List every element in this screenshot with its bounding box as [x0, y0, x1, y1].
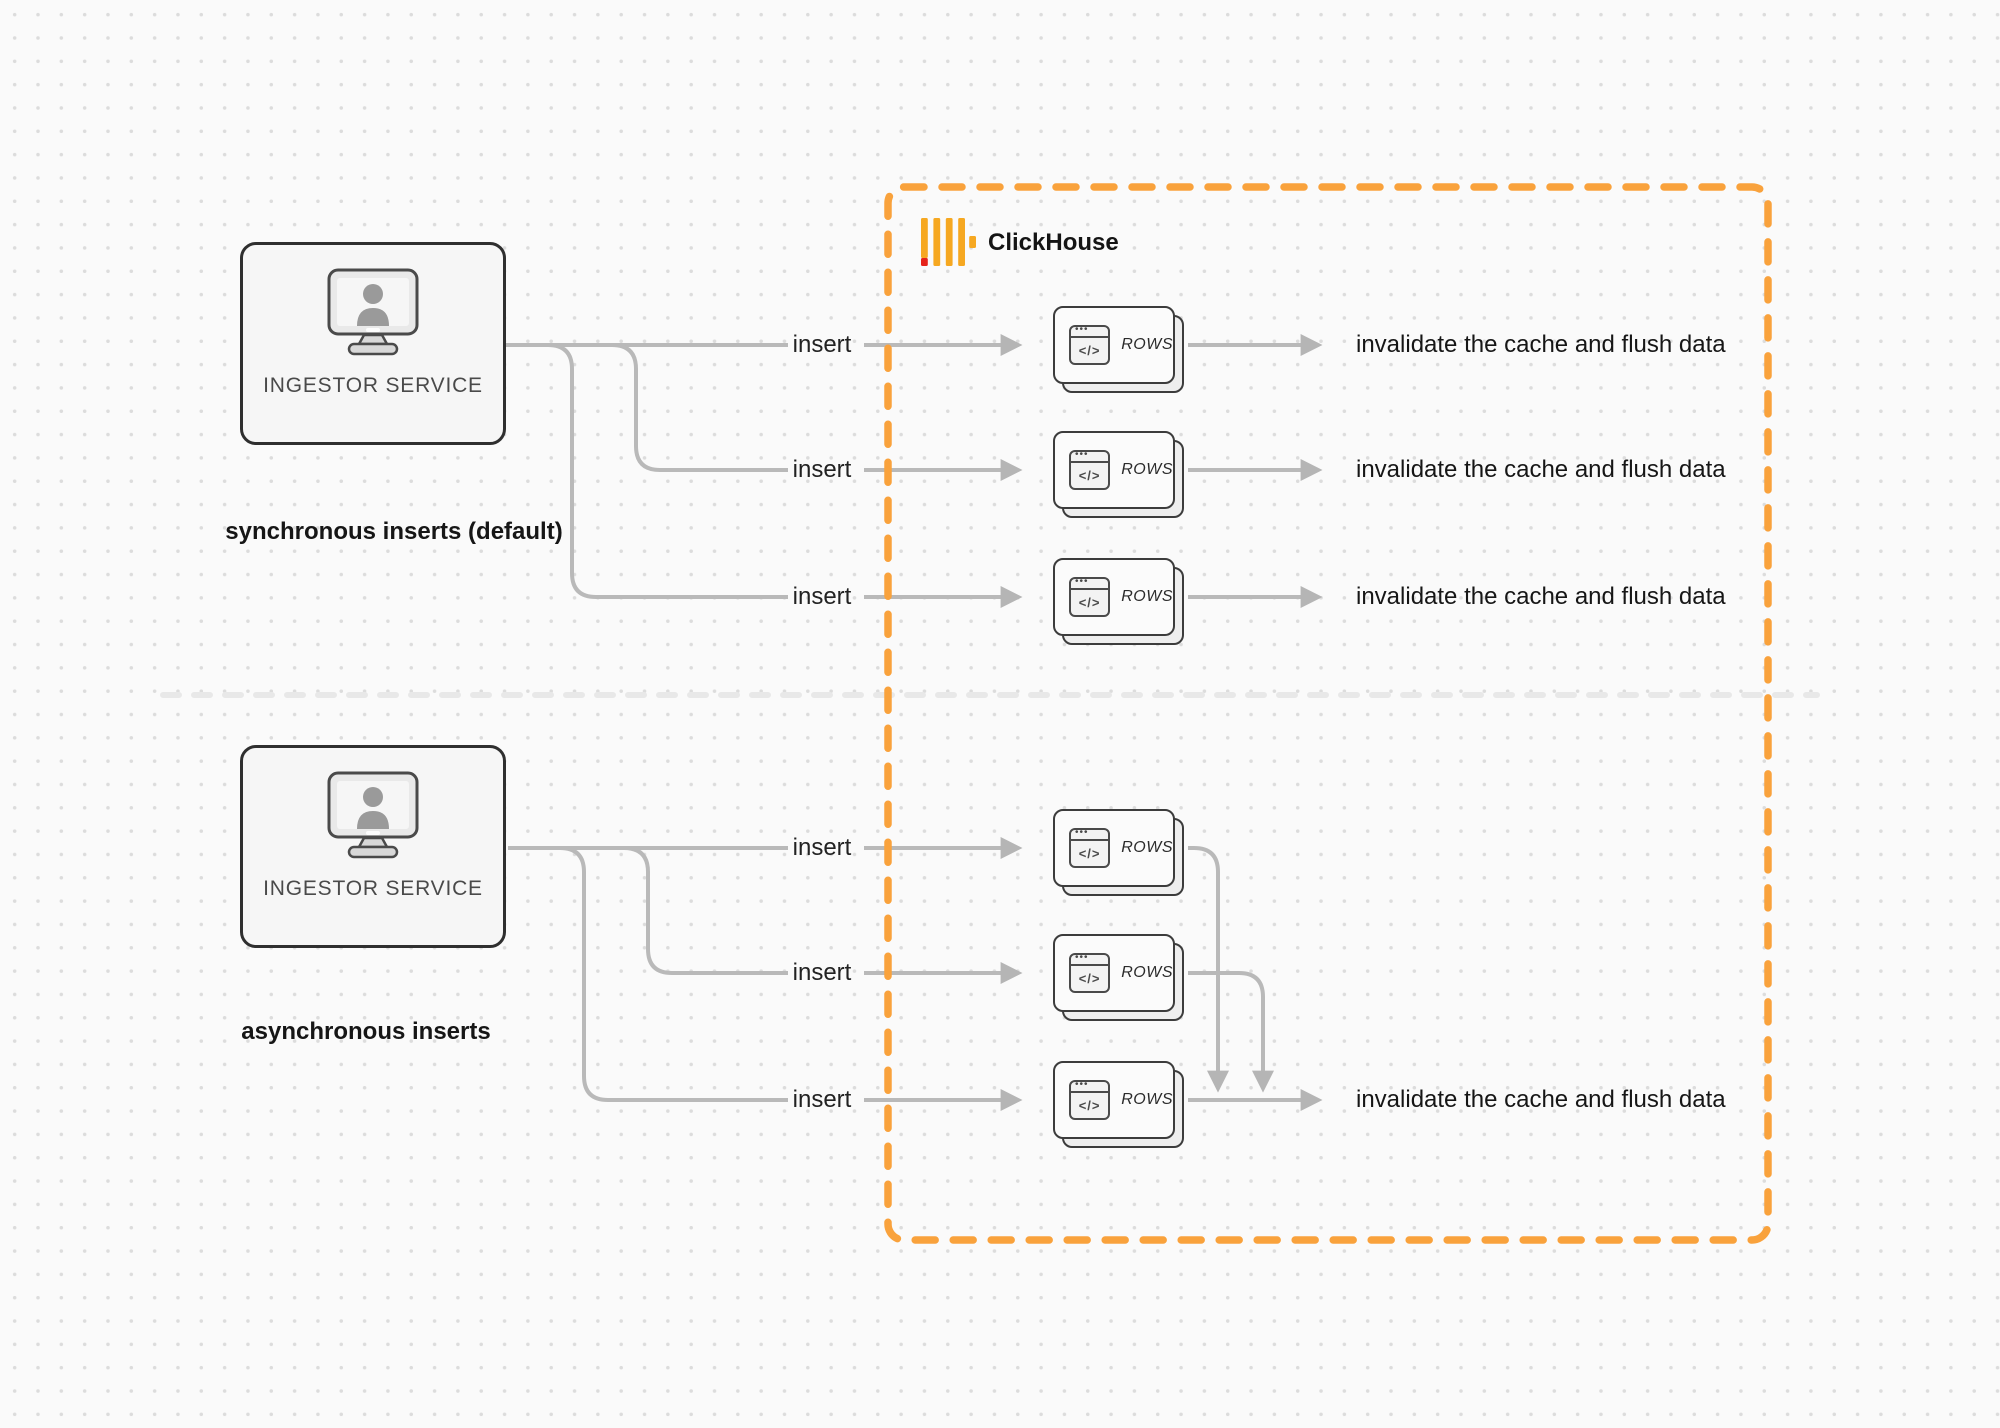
code-glyph: </> — [1078, 343, 1101, 358]
code-glyph: </> — [1078, 1098, 1101, 1113]
window-dots: ••• — [1071, 452, 1109, 463]
clickhouse-boundary — [884, 183, 1772, 1244]
sync-section-title: synchronous inserts (default) — [225, 518, 563, 545]
rows-table-card: ••• </> ROWS — [1053, 1061, 1184, 1148]
insert-label: insert — [792, 1086, 852, 1113]
ingestor-service-box-async: INGESTOR SERVICE — [240, 745, 506, 948]
rows-table-card: ••• </> ROWS — [1053, 431, 1184, 518]
invalidate-label: invalidate the cache and flush data — [1356, 583, 1726, 610]
ingestor-service-label: INGESTOR SERVICE — [263, 877, 483, 900]
rows-table-card: ••• </> ROWS — [1053, 809, 1184, 896]
rows-table-card: ••• </> ROWS — [1053, 558, 1184, 645]
rows-label: ROWS — [1121, 461, 1173, 478]
ingestor-service-label: INGESTOR SERVICE — [263, 374, 483, 397]
invalidate-label: invalidate the cache and flush data — [1356, 331, 1726, 358]
async-merge-arrow-1 — [1188, 846, 1229, 1093]
insert-label: insert — [792, 331, 852, 358]
async-merge-arrow-2 — [1188, 971, 1274, 1093]
code-glyph: </> — [1078, 971, 1101, 986]
code-window-icon: ••• </> — [1069, 325, 1111, 365]
code-glyph: </> — [1078, 595, 1101, 610]
sync-branch-to-row3 — [547, 343, 788, 599]
sync-branch-to-row2 — [611, 343, 788, 472]
rows-label: ROWS — [1121, 1091, 1173, 1108]
window-dots: ••• — [1071, 327, 1109, 338]
insert-label: insert — [792, 834, 852, 861]
ingestor-service-box-sync: INGESTOR SERVICE — [240, 242, 506, 445]
code-window-icon: ••• </> — [1069, 828, 1111, 868]
code-glyph: </> — [1078, 846, 1101, 861]
window-dots: ••• — [1071, 1082, 1109, 1093]
invalidate-label: invalidate the cache and flush data — [1356, 1086, 1726, 1113]
code-window-icon: ••• </> — [1069, 1080, 1111, 1120]
async-branch-to-row3 — [559, 846, 788, 1102]
code-glyph: </> — [1078, 468, 1101, 483]
insert-label: insert — [792, 456, 852, 483]
rows-label: ROWS — [1121, 839, 1173, 856]
insert-label: insert — [792, 959, 852, 986]
window-dots: ••• — [1071, 955, 1109, 966]
code-window-icon: ••• </> — [1069, 450, 1111, 490]
rows-label: ROWS — [1121, 964, 1173, 981]
window-dots: ••• — [1071, 830, 1109, 841]
rows-table-card: ••• </> ROWS — [1053, 306, 1184, 393]
rows-label: ROWS — [1121, 588, 1173, 605]
invalidate-label: invalidate the cache and flush data — [1356, 456, 1726, 483]
async-branch-to-row2 — [623, 846, 788, 975]
clickhouse-logo-icon — [921, 218, 976, 266]
clickhouse-label: ClickHouse — [988, 229, 1119, 256]
window-dots: ••• — [1071, 579, 1109, 590]
async-section-title: asynchronous inserts — [241, 1018, 491, 1045]
insert-label: insert — [792, 583, 852, 610]
rows-table-card: ••• </> ROWS — [1053, 934, 1184, 1021]
code-window-icon: ••• </> — [1069, 577, 1111, 617]
code-window-icon: ••• </> — [1069, 953, 1111, 993]
monitor-user-icon — [323, 267, 423, 364]
monitor-user-icon — [323, 770, 423, 867]
rows-label: ROWS — [1121, 336, 1173, 353]
